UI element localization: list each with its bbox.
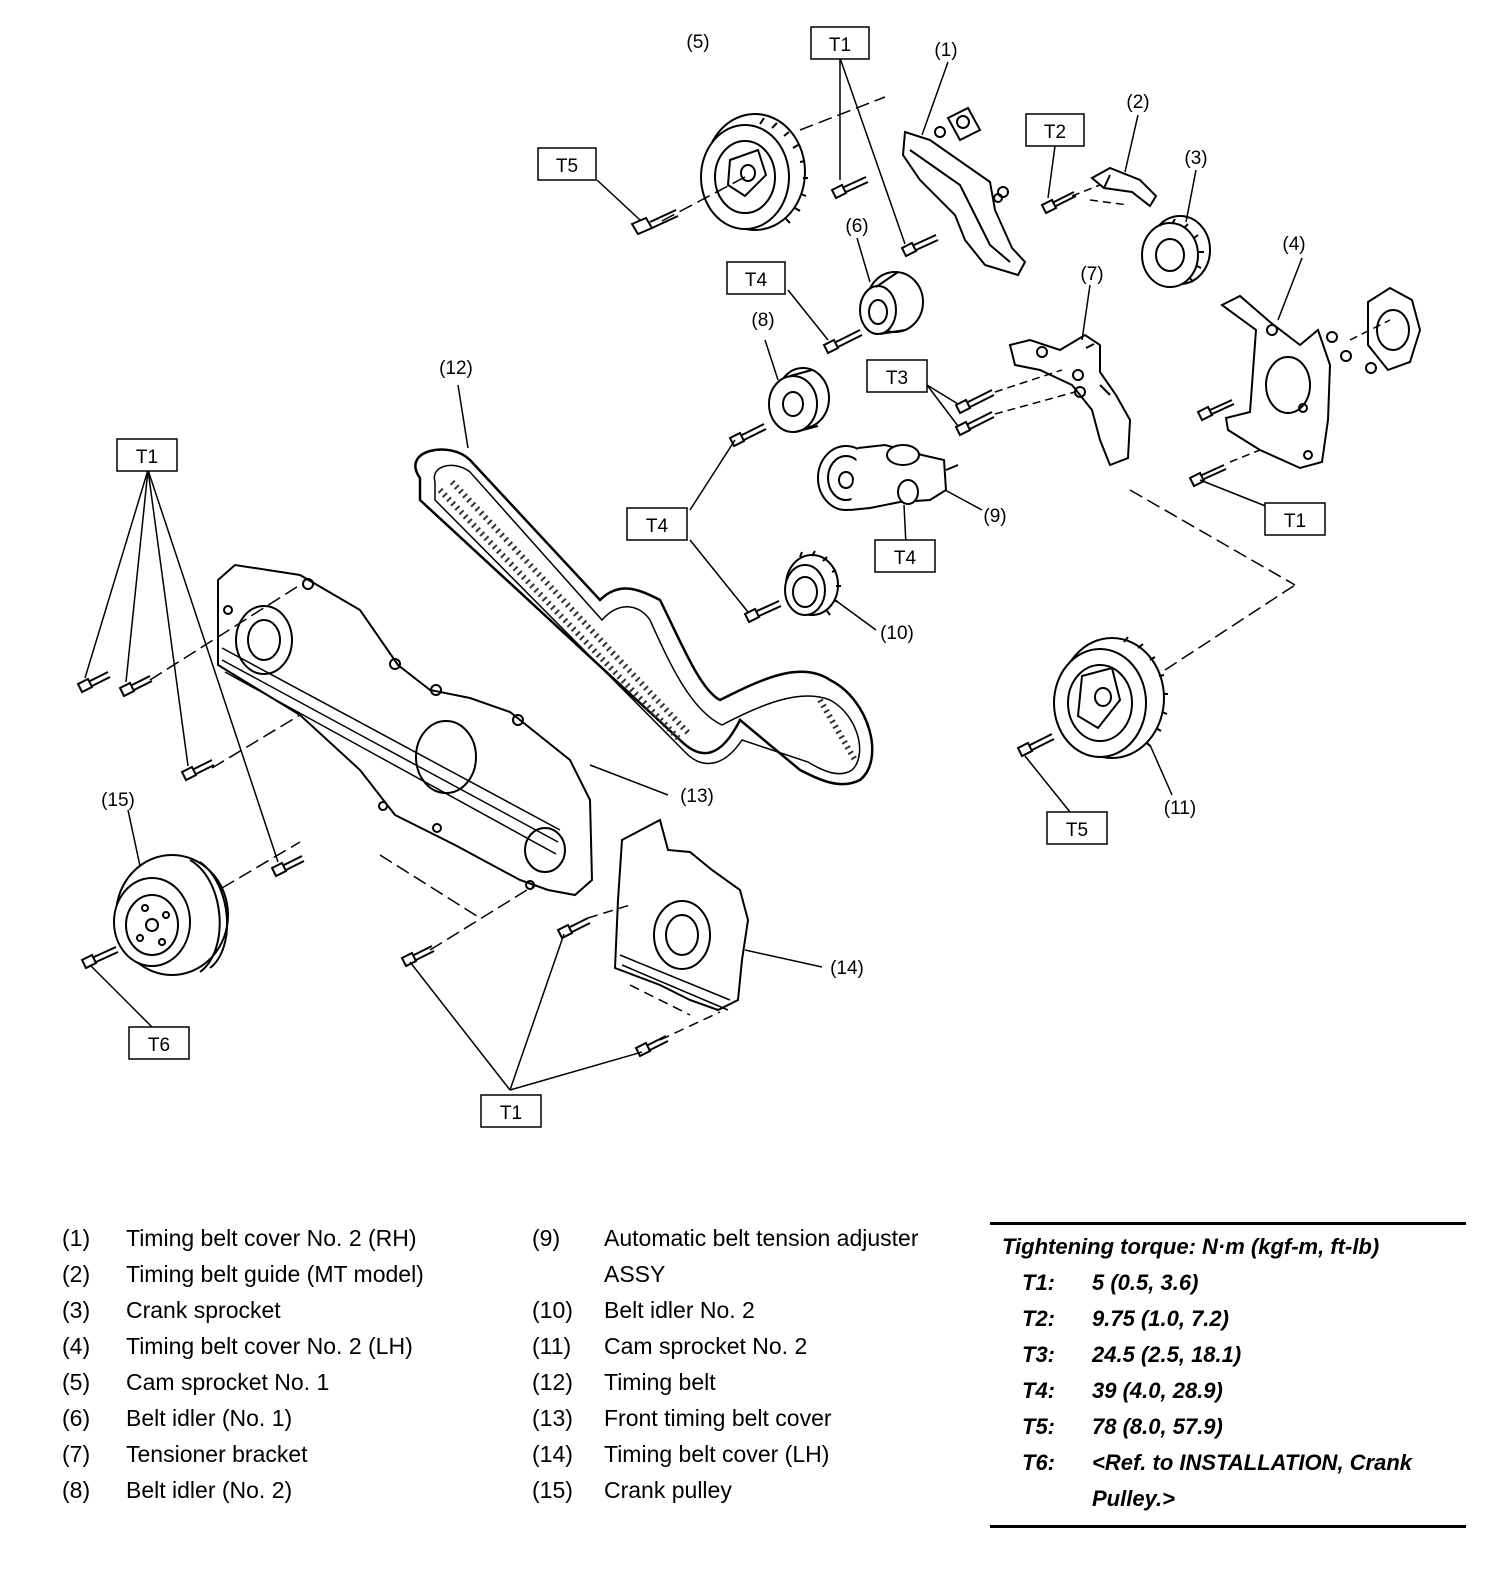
callout-2: (2) [1126,92,1149,113]
torque-row: T6:<Ref. to INSTALLATION, Crank Pulley.> [1022,1450,1413,1511]
torque-row: T3:24.5 (2.5, 18.1) [1022,1342,1242,1367]
torque-row: T1:5 (0.5, 3.6) [1022,1270,1199,1295]
callout-5: (5) [686,32,709,53]
torque-tag-t1-left: T1 [116,438,178,472]
timing-belt-guide [1090,166,1158,208]
callout-3: (3) [1184,148,1207,169]
front-timing-belt-cover [217,563,594,897]
torque-tag-t3: T3 [866,359,928,393]
legend-row: (3)Crank sprocket [62,1297,281,1323]
callout-1: (1) [934,40,957,61]
parts-legend-left: (1)Timing belt cover No. 2 (RH) (2)Timin… [62,1220,532,1508]
callout-6: (6) [845,216,868,237]
torque-row: T5:78 (8.0, 57.9) [1022,1414,1223,1439]
svg-text:T2: T2 [1044,122,1066,143]
timing-belt-cover-no2-lh [1220,286,1422,470]
bolt-t5-upper [630,209,679,236]
crank-sprocket [1141,215,1211,288]
callout-9: (9) [983,506,1006,527]
legend-row: (5)Cam sprocket No. 1 [62,1369,330,1395]
legend-row: (10)Belt idler No. 2 [532,1297,755,1323]
torque-tag-t2: T2 [1025,113,1085,147]
parts-legend-middle: (9)Automatic belt tension adjuster ASSY … [532,1220,972,1508]
exploded-timing-belt-diagram: T1 T2 T5 T4 T3 T1 T4 T1 T4 T5 T6 T1 [76,26,1422,1128]
legend-row: (13)Front timing belt cover [532,1405,832,1431]
callout-11: (11) [1164,798,1196,819]
torque-tag-t1-right: T1 [1264,502,1326,536]
legend-row: (7)Tensioner bracket [62,1441,308,1467]
svg-text:T4: T4 [745,270,768,291]
callout-8: (8) [751,310,774,331]
svg-text:T6: T6 [148,1035,170,1056]
legend-row: (14)Timing belt cover (LH) [532,1441,830,1467]
torque-row: T4:39 (4.0, 28.9) [1022,1378,1223,1403]
torque-tag-t4-mid: T4 [626,507,688,541]
callout-13: (13) [680,786,714,807]
svg-text:T1: T1 [1284,511,1306,532]
callout-12: (12) [439,358,473,379]
torque-tag-t4-top: T4 [726,261,786,295]
torque-tag-t5-right: T5 [1046,811,1108,845]
legend-row: (4)Timing belt cover No. 2 (LH) [62,1333,413,1359]
legend-row: (2)Timing belt guide (MT model) [62,1261,424,1287]
callout-4: (4) [1282,234,1305,255]
cam-sprocket-no2 [1053,636,1168,759]
timing-belt-cover-lh [613,818,750,1012]
callout-14: (14) [830,958,864,979]
torque-tag-t1-top: T1 [810,26,870,60]
torque-tag-t6: T6 [128,1026,190,1060]
torque-row: T2:9.75 (1.0, 7.2) [1022,1306,1229,1331]
svg-text:T1: T1 [500,1103,522,1124]
belt-idler-no1 [859,271,924,335]
crank-pulley [113,854,229,976]
callout-10: (10) [880,623,914,644]
callout-15: (15) [101,790,135,811]
legend-row: (11)Cam sprocket No. 2 [532,1333,808,1359]
legend-row: (15)Crank pulley [532,1477,732,1503]
svg-text:T1: T1 [136,447,158,468]
legend-row: (1)Timing belt cover No. 2 (RH) [62,1225,417,1251]
legend-row: (9)Automatic belt tension adjuster ASSY [532,1225,919,1287]
belt-idler-no2-sprocket [784,550,841,616]
torque-tag-t4-lower: T4 [874,539,936,573]
svg-text:T5: T5 [1066,820,1088,841]
torque-table-title: Tightening torque: N·m (kgf-m, ft-lb) [1002,1234,1380,1259]
torque-tag-t1-bottom: T1 [480,1094,542,1128]
svg-text:T4: T4 [646,516,669,537]
tensioner-bracket [1008,333,1132,467]
svg-text:T5: T5 [556,156,578,177]
timing-belt-cover-no2-rh [901,106,1027,277]
svg-text:T4: T4 [894,548,917,569]
svg-text:T3: T3 [886,368,908,389]
legend-row: (12)Timing belt [532,1369,716,1395]
torque-tag-t5-top: T5 [537,147,597,181]
automatic-belt-tension-adjuster [817,443,959,511]
belt-idler-no2 [768,367,830,433]
svg-text:T1: T1 [829,35,851,56]
timing-belt [414,448,874,786]
tightening-torque-table: Tightening torque: N·m (kgf-m, ft-lb) T1… [990,1222,1466,1528]
legend-row: (8)Belt idler (No. 2) [62,1477,293,1503]
legend-row: (6)Belt idler (No. 1) [62,1405,293,1431]
callout-7: (7) [1080,264,1103,285]
cam-sprocket-no1 [700,113,808,231]
